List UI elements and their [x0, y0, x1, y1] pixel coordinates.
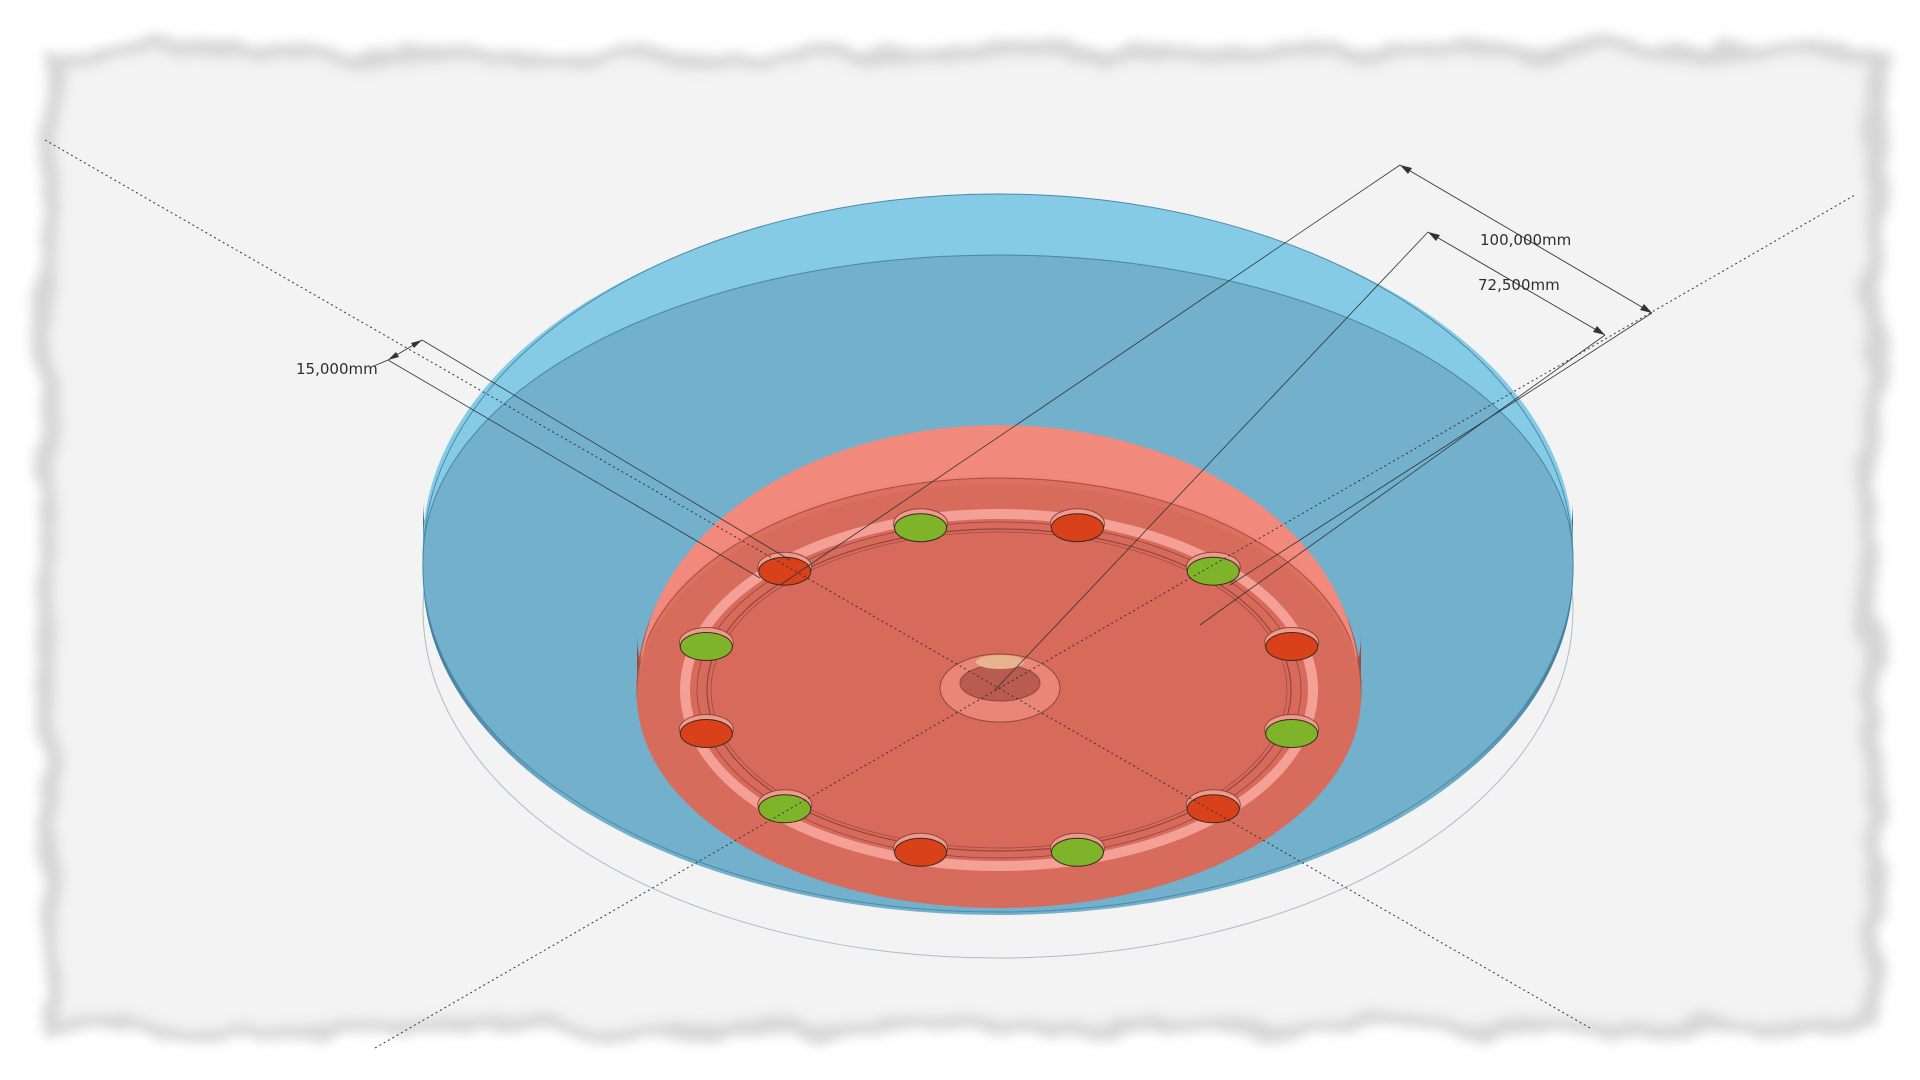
- bolt-hole[interactable]: [678, 713, 734, 748]
- dim-outer-line: [1399, 164, 1653, 314]
- dim-thick-ext-b: [387, 359, 761, 579]
- bolt-circle-groove-inner: [706, 528, 1292, 852]
- dim-label-bolt-circle: 72,500mm: [1478, 276, 1560, 294]
- inner-flange-top-rim: [640, 425, 1358, 680]
- bolt-holes: [678, 508, 1320, 867]
- dim-thick-leader: [373, 359, 389, 367]
- dim-thick-arrow-a: [411, 340, 422, 348]
- bolt-hole[interactable]: [1185, 789, 1241, 824]
- bolt-hole[interactable]: [893, 832, 949, 867]
- dim-bolt-ext-b: [1199, 334, 1606, 626]
- bolt-hole[interactable]: [757, 789, 813, 824]
- bolt-hole-cap: [1050, 837, 1104, 867]
- dim-label-outer-diameter: 100,000mm: [1480, 231, 1571, 249]
- bolt-hole[interactable]: [1049, 508, 1105, 543]
- outer-disc-top-rim: [422, 193, 1574, 561]
- dim-outer-arrow-b: [1640, 304, 1652, 313]
- dimension-lines: [44, 139, 1856, 1049]
- dim-outer-ext-a: [779, 164, 1401, 586]
- bolt-hole-cap: [679, 632, 733, 662]
- dim-thick-arrow-b: [388, 352, 399, 360]
- bore-wall: [959, 664, 1041, 702]
- dim-thick-ext-a: [421, 339, 791, 561]
- bolt-hole-cap: [679, 718, 733, 748]
- dim-label-thickness: 15,000mm: [296, 360, 378, 378]
- bolt-hole-cap: [758, 556, 812, 586]
- bolt-hole[interactable]: [678, 627, 734, 662]
- dim-bolt-arrow-a: [1428, 232, 1440, 241]
- bolt-circle-groove-line: [696, 521, 1302, 859]
- dim-bolt-ext-a: [994, 231, 1429, 691]
- bolt-hole-cap: [758, 794, 812, 824]
- bolt-hole-cap: [1186, 556, 1240, 586]
- bolt-hole[interactable]: [893, 508, 949, 543]
- dim-bolt-line: [1427, 231, 1606, 336]
- bolt-hole[interactable]: [757, 551, 813, 586]
- bolt-hole-cap: [894, 837, 948, 867]
- bolt-circle-groove-outer: [680, 509, 1318, 871]
- bolt-hole[interactable]: [1264, 627, 1320, 662]
- bolt-hole[interactable]: [1049, 832, 1105, 867]
- dim-outer-arrow-a: [1400, 165, 1412, 174]
- bolt-hole[interactable]: [1185, 551, 1241, 586]
- bolt-hole-cap: [894, 513, 948, 543]
- bolt-hole-cap: [1265, 718, 1319, 748]
- dim-bolt-arrow-b: [1593, 326, 1605, 335]
- inner-flange[interactable]: [636, 425, 1362, 908]
- bore-bottom: [976, 655, 1024, 669]
- bolt-hole-cap: [1050, 513, 1104, 543]
- bolt-hole-cap: [1186, 794, 1240, 824]
- bolt-hole-cap: [1265, 632, 1319, 662]
- bolt-hole[interactable]: [1264, 713, 1320, 748]
- section-line-a: [44, 139, 1591, 1029]
- dim-outer-ext-b: [1229, 312, 1653, 586]
